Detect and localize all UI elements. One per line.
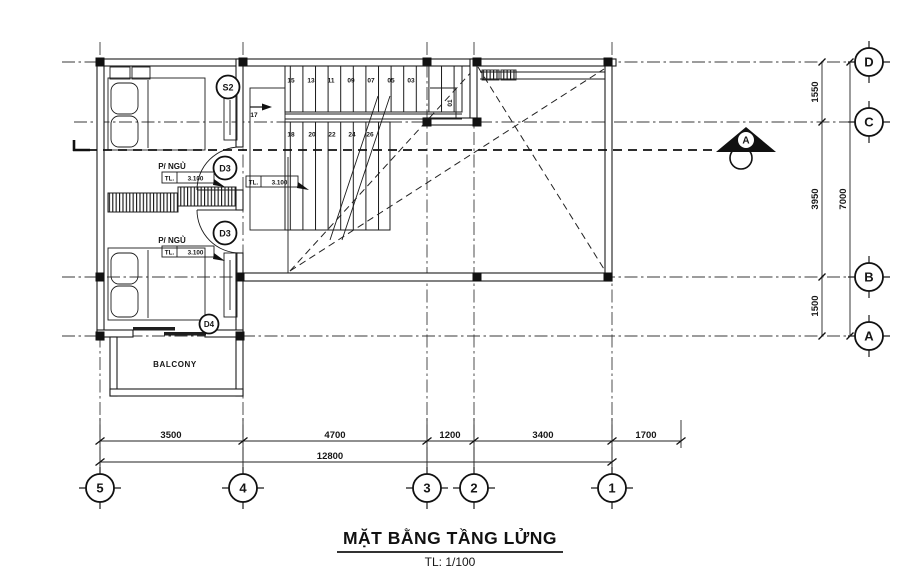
window-top (223, 94, 238, 141)
dim-total-12800: 12800 (317, 451, 343, 462)
grid-bubble-5: 5 (96, 481, 103, 496)
sliding-door-leaf (133, 327, 175, 331)
stair: 17 15 13 11 09 07 05 03 01 18 20 22 24 2… (249, 65, 463, 273)
section-line: A (72, 127, 776, 170)
dim-3400: 3400 (532, 430, 553, 441)
pillow (110, 115, 139, 148)
door-swing-top (196, 146, 241, 191)
stair-step: 03 (407, 78, 415, 85)
furniture (107, 66, 237, 321)
level-value: 3.100 (188, 250, 204, 257)
grid-bubble-A: A (864, 329, 874, 344)
columns (95, 57, 613, 341)
sliding-door-leaf (164, 332, 206, 336)
room-labels: P/ NGỦ TL. 3.100 TL. 3.100 P/ NGỦ TL. 3.… (153, 162, 309, 369)
section-label: A (742, 136, 749, 147)
stair-step: 07 (367, 78, 375, 85)
drawing-scale: TL: 1/100 (424, 555, 476, 569)
grid-bubble-3: 3 (423, 481, 430, 496)
nightstand (131, 66, 151, 80)
stair-step-17: 17 (250, 112, 258, 119)
window-bottom (223, 252, 238, 318)
level-prefix: TL. (249, 180, 259, 187)
drawing-title: MẶT BẰNG TẦNG LỬNG (336, 528, 564, 553)
pillow (110, 82, 139, 115)
grid-bubbles-bottom: 5 4 3 2 1 (79, 467, 633, 509)
stair-step: 13 (307, 78, 315, 85)
grid-bubbles-right: D C B A (848, 41, 890, 357)
stair-step: 26 (366, 132, 374, 139)
pillow (110, 252, 139, 285)
dimensions-right: 1550 3950 1500 7000 (810, 58, 854, 340)
room-label-bedroom-top: P/ NGỦ (158, 162, 186, 171)
nightstand (109, 66, 131, 80)
dim-1200: 1200 (439, 430, 460, 441)
door-tag-d3-mid: D3 (219, 229, 231, 239)
room-label-bedroom-bottom: P/ NGỦ (158, 236, 186, 245)
dim-1700: 1700 (635, 430, 656, 441)
wardrobe (177, 186, 237, 207)
drawing-title-block: MẶT BẰNG TẦNG LỬNG TL: 1/100 (0, 528, 900, 569)
door-tag-d4: D4 (204, 320, 215, 329)
stair-step: 18 (287, 132, 295, 139)
dim-3950: 3950 (810, 188, 821, 209)
dimensions-bottom: 3500 4700 1200 3400 1700 12800 (95, 418, 686, 470)
doors-windows: S2 D3 D3 D4 (133, 74, 243, 336)
dim-total-7000: 7000 (838, 188, 849, 209)
dim-1500: 1500 (810, 295, 821, 316)
dim-3500: 3500 (160, 430, 181, 441)
grid-bubble-C: C (864, 115, 874, 130)
grid-bubble-1: 1 (608, 481, 615, 496)
level-value: 3.100 (188, 176, 204, 183)
stair-step: 15 (287, 78, 295, 85)
grid-bubble-2: 2 (470, 481, 477, 496)
dim-1550: 1550 (810, 81, 821, 102)
wardrobe (107, 192, 179, 213)
door-tag-d3-top: D3 (219, 164, 231, 174)
stair-step: 22 (328, 132, 336, 139)
level-prefix: TL. (165, 250, 175, 257)
stair-step: 05 (387, 78, 395, 85)
door-swing-mid (196, 209, 241, 254)
stair-step: 11 (328, 78, 335, 85)
bed-bottom (107, 247, 206, 321)
stair-step: 24 (348, 132, 356, 139)
level-value: 3.100 (272, 180, 288, 187)
window-tag-s2: S2 (222, 83, 233, 93)
stair-step-01: 01 (447, 99, 454, 107)
grid-bubble-D: D (864, 55, 873, 70)
grid-bubble-B: B (864, 270, 873, 285)
stair-step: 20 (308, 132, 316, 139)
level-prefix: TL. (165, 176, 175, 183)
pillow (110, 285, 139, 318)
stair-step: 09 (347, 78, 355, 85)
void-opening-cross (289, 66, 605, 272)
room-label-balcony: BALCONY (153, 360, 197, 369)
grid-bubble-4: 4 (239, 481, 247, 496)
dim-4700: 4700 (324, 430, 345, 441)
